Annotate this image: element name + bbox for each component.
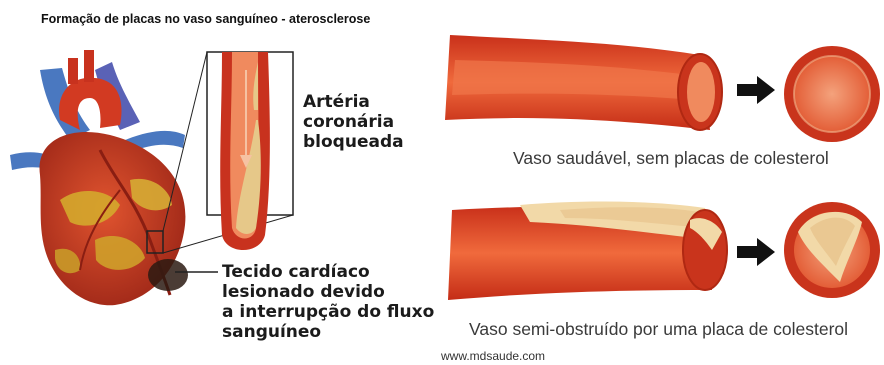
obstructed-cross-section <box>784 202 880 298</box>
healthy-cross-section <box>784 46 880 142</box>
healthy-vessel-opening-inner <box>687 62 715 122</box>
healthy-vessel-caption: Vaso saudável, sem placas de colesterol <box>513 148 829 169</box>
blocked-artery-label: Artéria coronária bloqueada <box>303 92 404 152</box>
aorta-branch-1 <box>68 58 78 84</box>
source-url: www.mdsaude.com <box>441 349 545 363</box>
healthy-vessel-illustration <box>445 35 722 130</box>
obstructed-vessel-illustration <box>448 202 727 300</box>
damaged-tissue-label: Tecido cardíaco lesionado devido a inter… <box>222 262 434 342</box>
artery-zoom-inset <box>207 52 293 250</box>
aorta <box>59 78 121 130</box>
aorta-branch-2 <box>84 50 94 82</box>
obstructed-vessel-caption: Vaso semi-obstruído por uma placa de col… <box>469 319 848 340</box>
damaged-tissue-area <box>148 259 188 291</box>
obstructed-arrow <box>737 238 775 266</box>
healthy-arrow <box>737 76 775 104</box>
